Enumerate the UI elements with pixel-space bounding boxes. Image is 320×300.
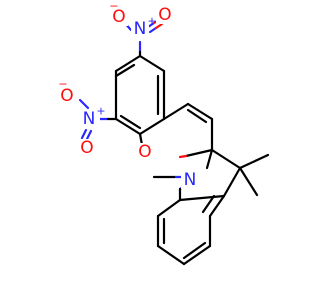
charge-label-positive: +: [96, 105, 105, 118]
atom-label-nitrogen: N: [184, 170, 197, 190]
molecule-structure-diagram: O − N + O N + O − O O N: [58, 0, 270, 266]
label-bg: [80, 109, 100, 129]
atom-label-oxygen: O: [60, 86, 73, 106]
label-bg: [58, 87, 76, 105]
label-bg: [78, 139, 96, 157]
indoline-ring: [152, 148, 270, 202]
atom-label-oxygen: O: [80, 138, 93, 158]
atom-label-oxygen: O: [112, 7, 125, 27]
nitro-group-left-bonds: [78, 98, 118, 141]
charge-label-positive: +: [147, 15, 156, 28]
label-bg: [131, 20, 149, 40]
atom-labels: O − N + O N + O − O O N: [58, 0, 199, 190]
atom-label-nitrogen: N: [134, 19, 147, 39]
chromene-benzene-ring: [114, 54, 166, 136]
charge-label-negative: −: [109, 0, 118, 13]
atom-label-oxygen: O: [138, 142, 151, 162]
atom-label-nitrogen: N: [83, 109, 96, 129]
label-bg: [181, 171, 199, 189]
label-bg: [136, 143, 154, 161]
indoline-benzene-ring: [156, 194, 226, 266]
label-bg: [110, 8, 128, 26]
charge-label-negative: −: [58, 78, 67, 91]
atom-label-oxygen: O: [158, 5, 171, 25]
label-bg: [156, 6, 174, 24]
